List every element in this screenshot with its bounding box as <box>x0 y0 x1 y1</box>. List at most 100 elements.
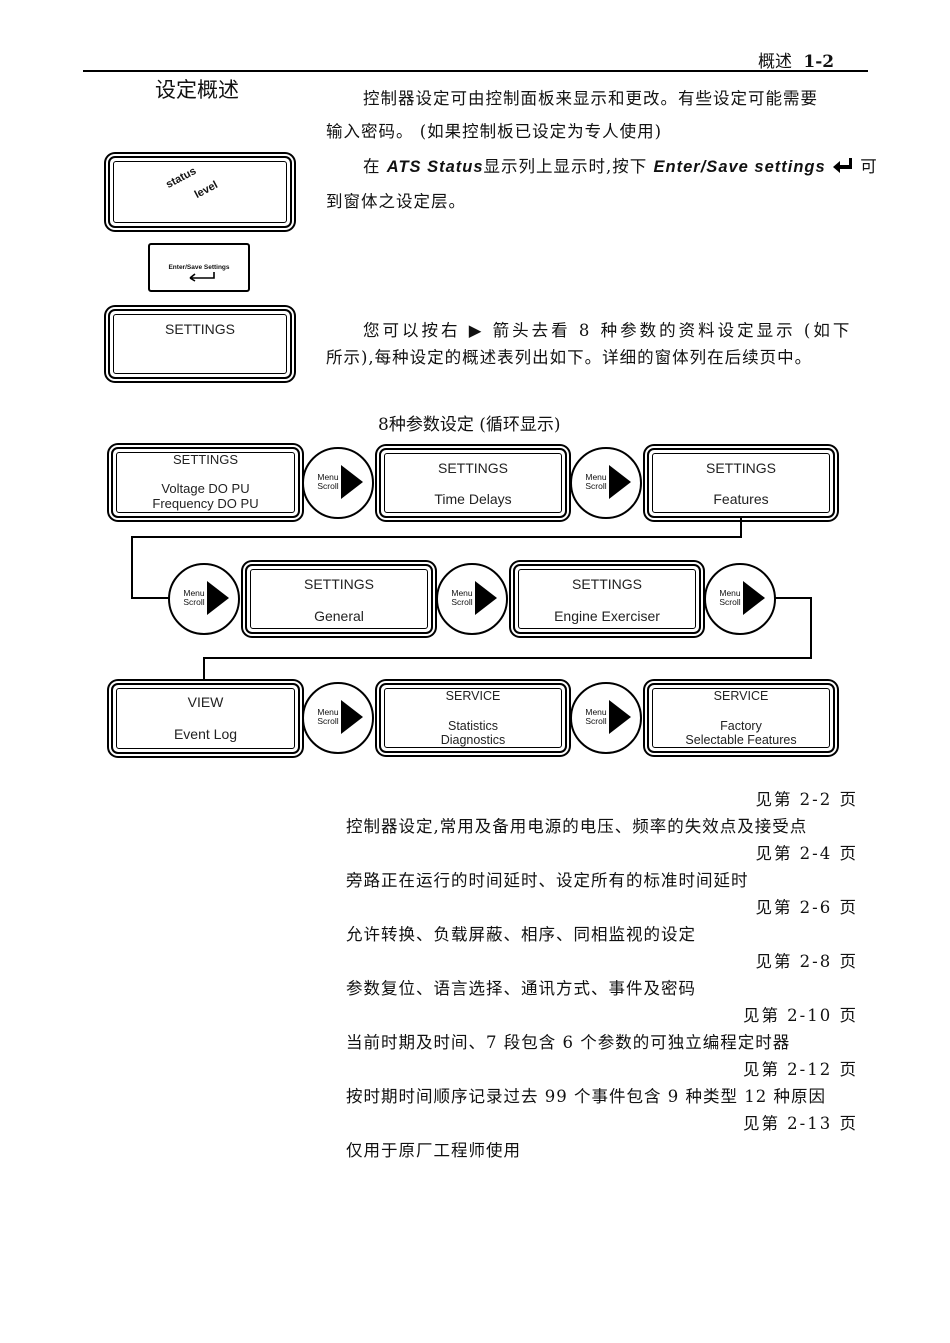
display-inner-frame <box>518 569 696 629</box>
right-arrow-icon <box>341 465 363 499</box>
header-rule <box>83 70 868 72</box>
right-arrow-icon <box>341 700 363 734</box>
menu-scroll-line-1: Menu <box>317 472 339 482</box>
display-inner-frame <box>250 569 428 629</box>
header-page-number: 1-2 <box>803 52 835 72</box>
screen-title: SETTINGS <box>437 460 508 476</box>
menu-scroll-line-2: Scroll <box>451 597 473 607</box>
right-arrow-icon <box>609 700 631 734</box>
page-reference: 见第 2-4 页 <box>755 844 858 863</box>
page-reference: 见第 2-6 页 <box>755 898 858 917</box>
display-inner-frame <box>384 688 562 748</box>
connector-line <box>810 597 812 659</box>
connector-line <box>131 597 169 599</box>
right-arrow-icon <box>207 581 229 615</box>
menu-scroll-line-1: Menu <box>585 472 607 482</box>
status-level-display: status level <box>108 156 292 228</box>
screen-title: VIEW <box>187 694 224 710</box>
enter-save-settings-button[interactable]: Enter/Save Settings <box>148 243 250 292</box>
screen-general: SETTINGS General <box>245 564 433 634</box>
settings-display: SETTINGS <box>108 309 292 379</box>
display-inner-frame <box>652 688 830 748</box>
screen-title: SETTINGS <box>705 460 776 476</box>
description-text: 仅用于原厂工程师使用 <box>346 1141 521 1160</box>
intro-line-3-mid: 显示列上显示时,按下 <box>483 157 648 176</box>
menu-scroll-line-2: Scroll <box>317 716 339 726</box>
screen-sub-1: Engine Exerciser <box>554 608 660 624</box>
diagram-caption: 8种参数设定 (循环显示) <box>378 415 561 435</box>
menu-scroll-line-1: Menu <box>183 588 205 598</box>
display-inner-frame <box>116 688 295 749</box>
display-inner-frame <box>113 161 287 223</box>
screen-title: SETTINGS <box>303 576 374 592</box>
display-inner-frame <box>652 453 830 513</box>
screen-title: SETTINGS <box>571 576 642 592</box>
intro-line-2: 输入密码。 (如果控制板已设定为专人使用) <box>326 122 663 141</box>
ats-status-term: ATS Status <box>386 158 484 176</box>
page-reference: 见第 2-10 页 <box>742 1006 858 1025</box>
screen-factory-features: SERVICE Factory Selectable Features <box>647 683 835 753</box>
right-arrow-icon <box>743 581 765 615</box>
page-reference: 见第 2-12 页 <box>742 1060 858 1079</box>
menu-scroll-line-2: Scroll <box>317 481 339 491</box>
description-text: 按时期时间顺序记录过去 99 个事件包含 9 种类型 12 种原因 <box>346 1087 826 1106</box>
intro-line-1: 控制器设定可由控制面板来显示和更改。有些设定可能需要 <box>363 89 818 108</box>
connector-line <box>131 536 133 598</box>
right-arrow-icon <box>609 465 631 499</box>
screen-sub-2: Diagnostics <box>440 733 506 747</box>
enter-save-label: Enter/Save Settings <box>168 264 230 271</box>
page-header: 概述 1-2 <box>758 47 834 72</box>
page-reference: 见第 2-2 页 <box>755 790 858 809</box>
enter-arrow-icon <box>832 158 852 173</box>
menu-scroll-line-1: Menu <box>719 588 741 598</box>
menu-scroll-line-2: Scroll <box>183 597 205 607</box>
screen-voltage-frequency: SETTINGS Voltage DO PU Frequency DO PU <box>111 447 300 518</box>
connector-line <box>203 657 205 683</box>
intro-line-4: 到窗体之设定层。 <box>326 192 466 211</box>
screen-sub-1: General <box>314 608 364 624</box>
intro-line-3-post: 可 <box>860 157 878 176</box>
screen-sub-1: Voltage DO PU <box>161 481 250 496</box>
screen-features: SETTINGS Features <box>647 448 835 518</box>
intro-line-5: 您可以按右 ▶ 箭头去看 8 种参数的资料设定显示 (如下 <box>363 321 853 340</box>
screen-event-log: VIEW Event Log <box>111 683 300 754</box>
screen-time-delays: SETTINGS Time Delays <box>379 448 567 518</box>
connector-line <box>203 657 812 659</box>
display-inner-frame <box>113 314 287 374</box>
screen-sub-1: Factory <box>720 719 762 733</box>
menu-scroll-line-1: Menu <box>317 707 339 717</box>
section-title: 设定概述 <box>155 78 239 102</box>
intro-line-6: 所示),每种设定的概述表列出如下。详细的窗体列在后续页中。 <box>326 348 813 367</box>
screen-statistics-diagnostics: SERVICE Statistics Diagnostics <box>379 683 567 753</box>
menu-scroll-line-2: Scroll <box>585 481 607 491</box>
intro-line-3-pre: 在 <box>363 157 381 176</box>
connector-line <box>740 518 742 537</box>
display-inner-frame <box>384 453 562 513</box>
description-text: 控制器设定,常用及备用电源的电压、频率的失效点及接受点 <box>346 817 808 836</box>
description-text: 允许转换、负载屏蔽、相序、同相监视的设定 <box>346 925 696 944</box>
menu-scroll-line-2: Scroll <box>585 716 607 726</box>
screen-title: SERVICE <box>713 689 769 703</box>
page-reference: 见第 2-8 页 <box>755 952 858 971</box>
menu-scroll-line-2: Scroll <box>719 597 741 607</box>
screen-engine-exerciser: SETTINGS Engine Exerciser <box>513 564 701 634</box>
connector-line <box>774 597 812 599</box>
screen-sub-1: Event Log <box>173 726 238 742</box>
settings-label: SETTINGS <box>164 321 235 337</box>
description-text: 旁路正在运行的时间延时、设定所有的标准时间延时 <box>346 871 749 890</box>
screen-sub-1: Time Delays <box>434 491 512 507</box>
screen-sub-2: Frequency DO PU <box>152 496 259 511</box>
screen-title: SETTINGS <box>172 452 238 467</box>
description-text: 参数复位、语言选择、通讯方式、事件及密码 <box>346 979 696 998</box>
intro-line-3: 在 ATS Status显示列上显示时,按下 Enter/Save settin… <box>363 150 878 184</box>
connector-line <box>131 536 742 538</box>
header-section: 概述 <box>758 52 792 72</box>
display-inner-frame <box>116 452 295 513</box>
